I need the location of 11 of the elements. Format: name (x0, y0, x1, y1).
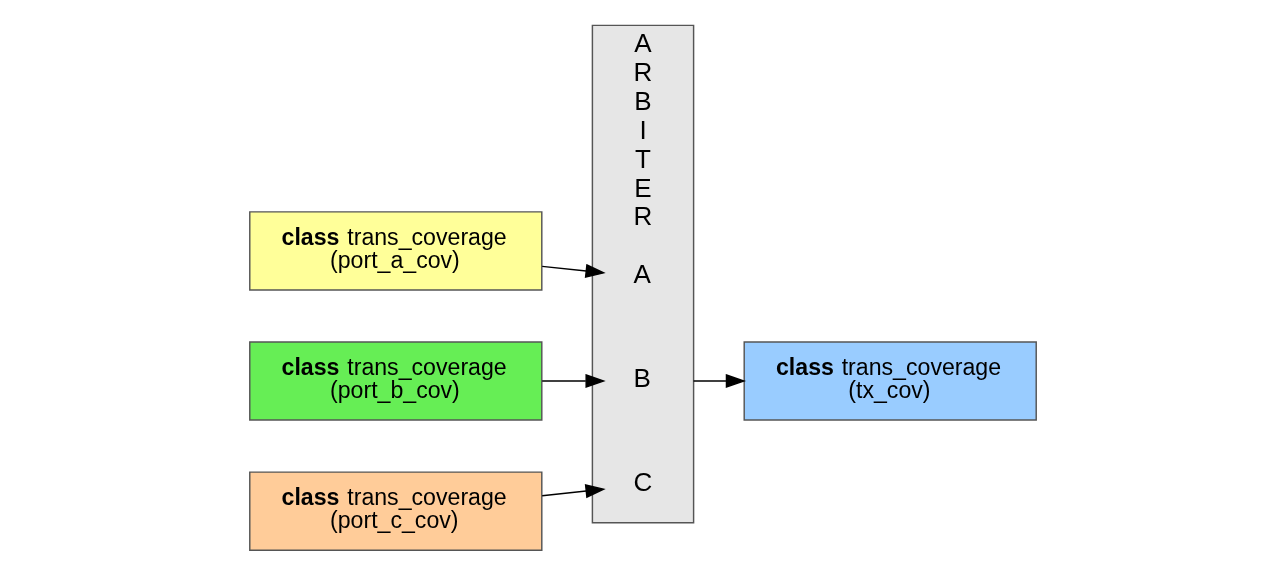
node-box: class trans_coverage (port_a_cov) (249, 211, 543, 291)
arrow (541, 484, 606, 499)
node-box: class trans_coverage (port_b_cov) (249, 341, 543, 421)
node-box: class trans_coverage (port_c_cov) (249, 471, 543, 551)
arrow (541, 373, 606, 389)
node-text: B (633, 363, 651, 394)
node-text: A (633, 259, 651, 290)
arrow (692, 373, 746, 389)
arrow (541, 263, 606, 278)
node-box: class trans_coverage (tx_cov) (743, 341, 1037, 421)
node-text: C (633, 467, 653, 498)
